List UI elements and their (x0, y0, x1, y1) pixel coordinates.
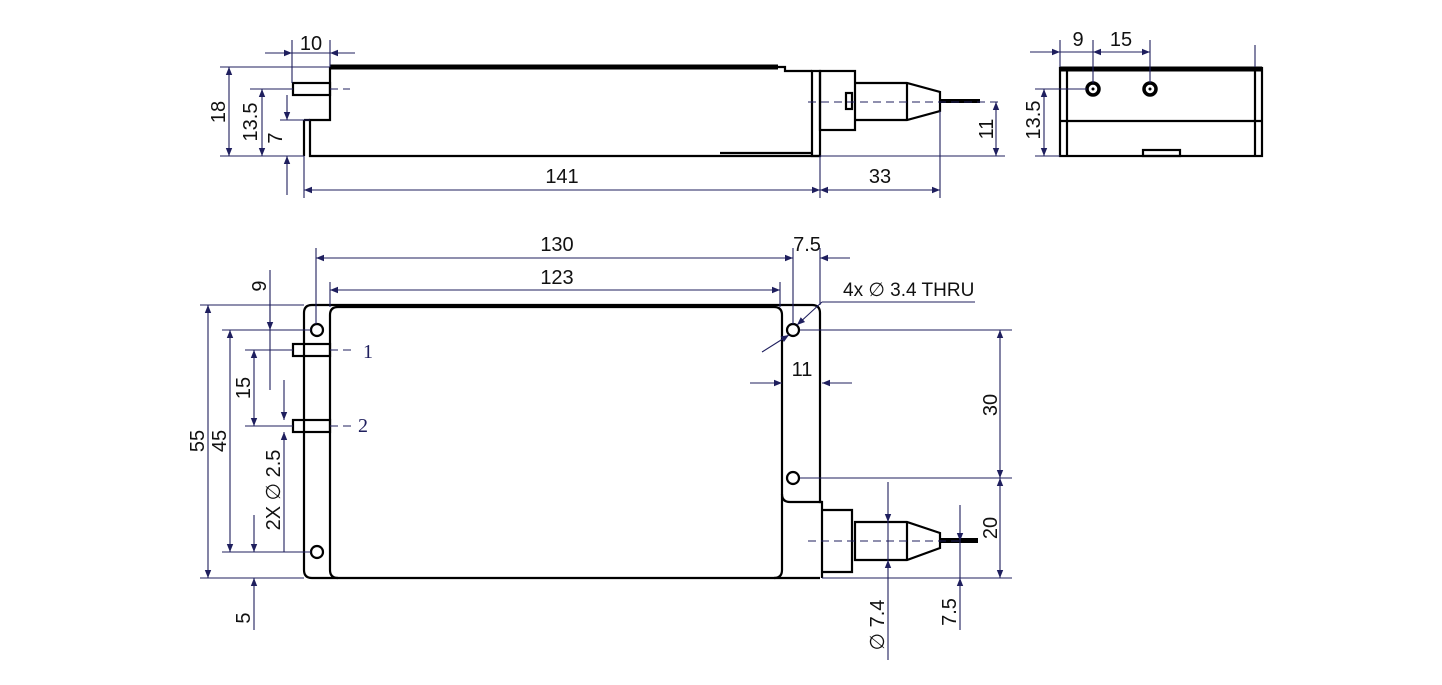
dim-hole-span-vertical: 45 (209, 430, 231, 452)
mount-hole-icon (785, 470, 801, 486)
dim-fiber-height: 11 (976, 119, 998, 140)
dim-hole-offset: 9 (1072, 29, 1083, 51)
dim-hole-height: 13.5 (1023, 101, 1045, 140)
end-view: 9 15 13.5 (1023, 29, 1264, 158)
dim-hole-vertical-spacing: 30 (980, 394, 1002, 416)
dim-pin-diameter: 2X ∅ 2.5 (263, 450, 285, 531)
dim-connector-length: 33 (869, 166, 891, 188)
dim-flange-height: 7 (265, 132, 287, 143)
dim-pin-spacing: 15 (233, 377, 255, 399)
dim-pin-offset: 9 (249, 280, 271, 291)
dim-hole-span: 130 (540, 234, 573, 256)
fiber (940, 99, 980, 103)
dim-body-length-top: 123 (540, 267, 573, 289)
connector-housing (818, 69, 857, 132)
pin-label-2: 2 (358, 415, 368, 437)
dim-hole-spacing: 15 (1110, 29, 1132, 51)
top-view: 1 2 130 123 7.5 4x ∅ 3.4 THRU 11 30 20 ∅… (187, 234, 1012, 660)
pin-2 (291, 418, 332, 434)
mount-hole-icon (309, 322, 325, 338)
pin-1 (291, 342, 332, 358)
dim-flange-offset: 7.5 (793, 234, 821, 256)
dim-fiber-position: 7.5 (939, 598, 961, 626)
dim-edge-offset: 5 (233, 612, 255, 623)
mount-hole-icon (309, 544, 325, 560)
dim-pin-height: 13.5 (240, 103, 262, 142)
dim-height: 18 (208, 101, 230, 123)
mount-hole-icon (785, 322, 801, 338)
pin-side (291, 81, 332, 97)
pin-label-1: 1 (363, 341, 373, 363)
dim-pin-width: 10 (300, 33, 322, 55)
side-view: 10 18 13.5 7 141 33 11 (208, 33, 1005, 198)
dim-ferrule-diameter: ∅ 7.4 (867, 600, 889, 651)
dim-fiber-offset: 20 (980, 517, 1002, 539)
dim-hole-spec: 4x ∅ 3.4 THRU (843, 280, 974, 301)
dim-body-length: 141 (545, 166, 578, 188)
dim-flange-width: 11 (792, 359, 813, 381)
dim-width: 55 (187, 430, 209, 452)
